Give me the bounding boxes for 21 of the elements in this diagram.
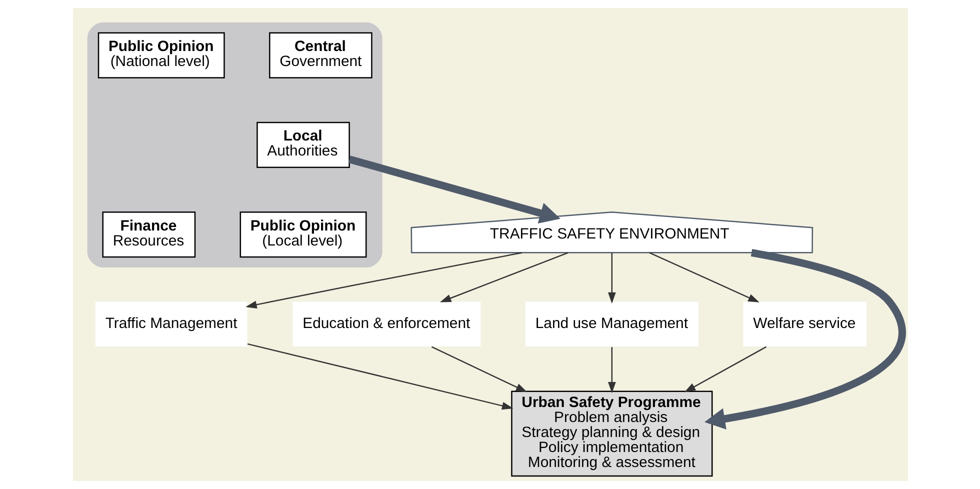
node-box: Public Opinion (Local level) [239, 212, 366, 258]
arrow [684, 346, 766, 392]
arrow [607, 347, 616, 394]
node-box: Public Opinion (National level) [97, 32, 224, 78]
node-box: Finance Resources [102, 212, 196, 258]
cluster [86, 22, 382, 268]
node-box: Local Authorities [256, 122, 350, 168]
node-box: Central Government [268, 32, 372, 78]
node-box: Urban Safety Programme Problem analysis Strategy planning & design Policy implementation Monitoring & assessment [510, 390, 712, 477]
arrow [439, 252, 568, 302]
arrow [704, 249, 906, 430]
arrow [607, 253, 616, 304]
arrow [430, 346, 527, 392]
arrow [246, 343, 513, 410]
arrow [348, 156, 560, 224]
node-box: Welfare service [742, 302, 866, 347]
arrow [648, 252, 759, 302]
node-box: Traffic Management [94, 302, 247, 347]
node-box: Education & enforcement [292, 302, 480, 347]
node-box: Land use Management [524, 302, 698, 347]
arrow [245, 252, 522, 309]
